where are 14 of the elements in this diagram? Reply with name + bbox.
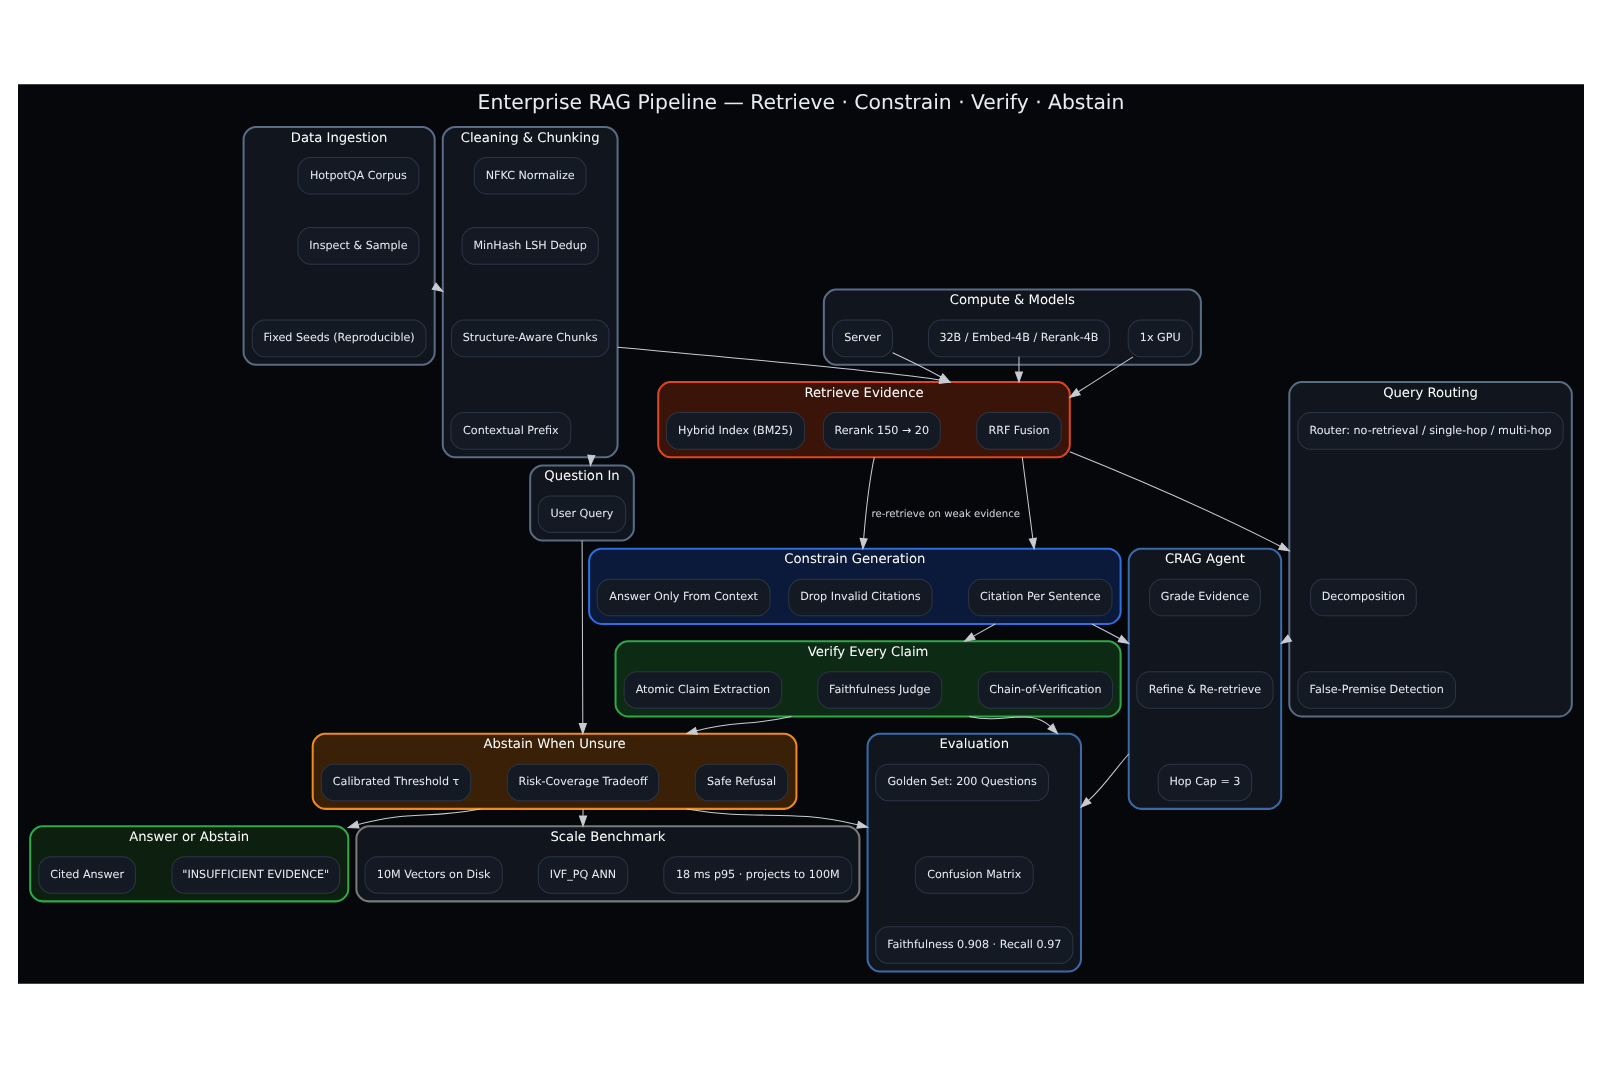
arrow	[1013, 355, 1023, 383]
arrow	[1020, 455, 1036, 550]
arrow	[962, 622, 995, 641]
arrow	[1090, 622, 1130, 644]
arrow	[345, 807, 480, 828]
diagram-title: Enterprise RAG Pipeline — Retrieve · Constrain · Verify · Abstain	[476, 91, 1124, 114]
arrow	[1067, 355, 1133, 398]
arrow	[577, 539, 587, 735]
arrow	[1078, 752, 1129, 808]
arrow	[967, 714, 1058, 734]
arrow	[685, 807, 869, 828]
arrow	[577, 807, 587, 827]
arrow	[1068, 450, 1290, 551]
arrow	[858, 455, 874, 550]
